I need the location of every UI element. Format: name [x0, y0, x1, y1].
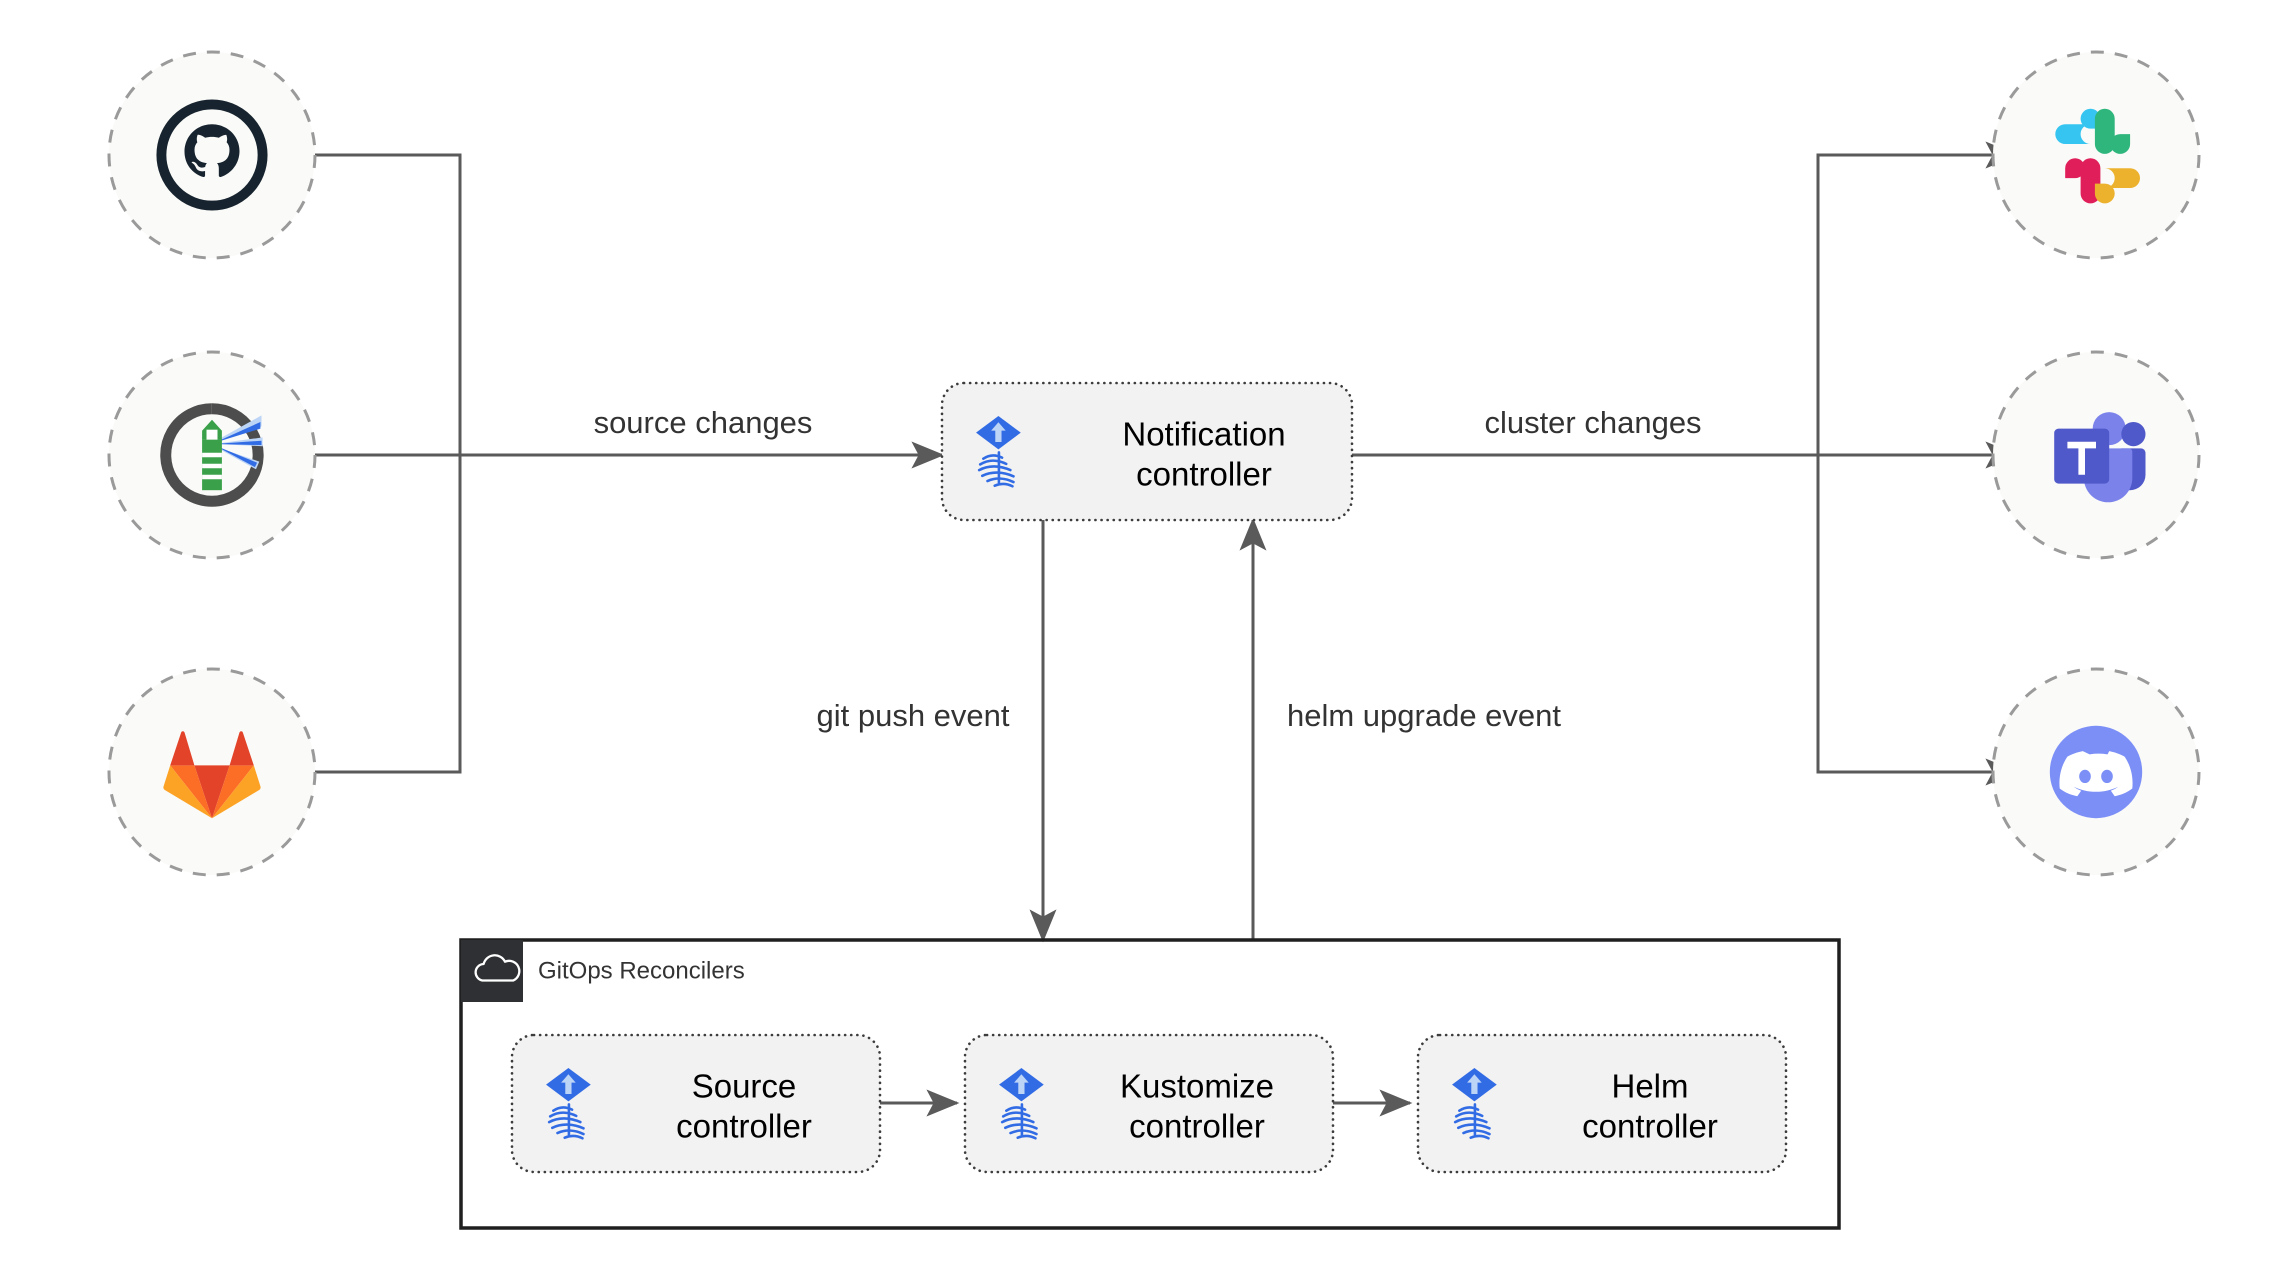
notification-controller-label-line1: Notification	[1122, 416, 1285, 453]
edge-to-discord	[1816, 455, 2019, 786]
gitops-reconcilers-container: GitOps Reconcilers	[459, 938, 1841, 1230]
edge-label-source-changes: source changes	[594, 405, 813, 440]
helm-controller-label-line2: controller	[1582, 1108, 1718, 1145]
notification-controller-node[interactable]: Notification controller	[940, 381, 1354, 522]
source-controller-label-line1: Source	[692, 1068, 797, 1105]
discord-icon	[2049, 725, 2143, 819]
edge-gitlab-to-bus	[282, 455, 462, 774]
edge-label-layer: source changes cluster changes git push …	[594, 405, 1702, 733]
destination-node-discord[interactable]	[1991, 667, 2201, 877]
notification-controller-label-line2: controller	[1136, 456, 1272, 493]
kustomize-controller-label-line1: Kustomize	[1120, 1068, 1274, 1105]
helm-controller-label-line1: Helm	[1611, 1068, 1688, 1105]
source-nodes	[107, 50, 317, 877]
connector-layer	[282, 141, 2019, 1117]
source-node-github[interactable]	[107, 50, 317, 260]
source-node-gitlab[interactable]	[107, 667, 317, 877]
source-controller-node[interactable]: Source controller	[510, 1033, 882, 1174]
helm-controller-node[interactable]: Helm controller	[1416, 1033, 1788, 1174]
edge-to-slack	[1816, 141, 2019, 455]
container-icon-badge	[461, 940, 523, 1002]
container-title: GitOps Reconcilers	[538, 957, 745, 984]
reconciler-nodes: Source controller Kustomize controller H…	[510, 1033, 1788, 1174]
edge-label-helm-upgrade-event: helm upgrade event	[1287, 698, 1561, 733]
edge-label-git-push-event: git push event	[816, 698, 1009, 733]
edge-github-to-bus	[282, 153, 462, 455]
destination-node-teams[interactable]	[1991, 350, 2201, 560]
kustomize-controller-label-line2: controller	[1129, 1108, 1265, 1145]
kustomize-controller-node[interactable]: Kustomize controller	[963, 1033, 1335, 1174]
source-controller-label-line2: controller	[676, 1108, 812, 1145]
destination-node-slack[interactable]	[1991, 50, 2201, 260]
edge-label-cluster-changes: cluster changes	[1484, 405, 1701, 440]
destination-nodes	[1991, 50, 2201, 877]
source-node-flux[interactable]	[107, 350, 317, 560]
